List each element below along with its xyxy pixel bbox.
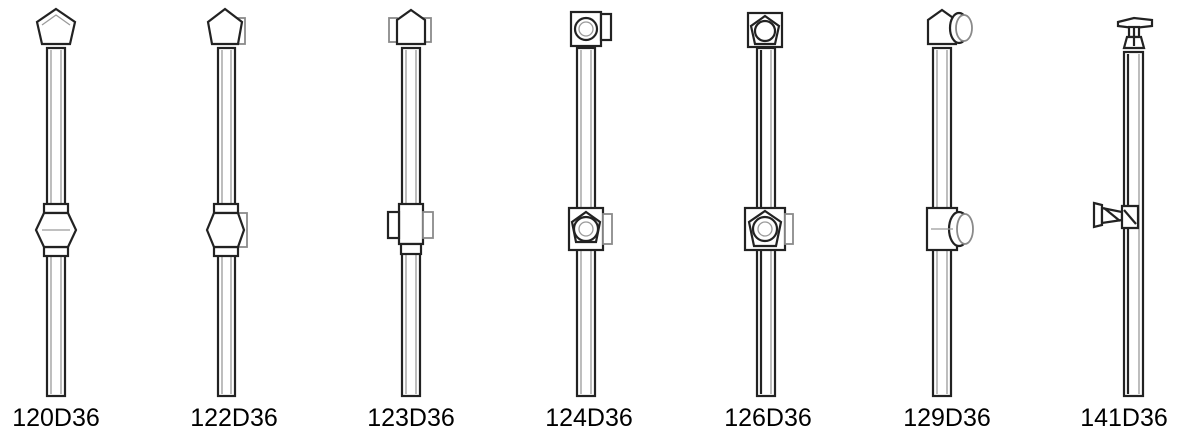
post-122D36-drawing (205, 7, 248, 398)
top-ring-fitting (746, 11, 784, 49)
post-code-label: 123D36 (367, 404, 455, 432)
mid-square-fitting (386, 202, 434, 256)
top-ring-fitting (569, 10, 613, 48)
post-124D36: 124D36 (505, 0, 673, 438)
post-code-label: 124D36 (545, 404, 633, 432)
mid-ring-fitting (567, 206, 613, 252)
post-141D36: 141D36 (1040, 0, 1179, 438)
top-double-ring-fitting (926, 8, 973, 46)
post-123D36: 123D36 (327, 0, 495, 438)
mid-square-ring-fitting (743, 206, 794, 252)
top-ball-fitting (35, 7, 77, 46)
post-code-label: 126D36 (724, 404, 812, 432)
post-122D36: 122D36 (150, 0, 318, 438)
mid-ball-fitting (34, 202, 78, 258)
post-129D36: 129D36 (863, 0, 1031, 438)
post-code-label: 122D36 (190, 404, 278, 432)
post-120D36-drawing (34, 7, 78, 398)
mid-side-fitting (205, 202, 248, 258)
post-129D36-drawing (925, 8, 974, 398)
post-code-label: 120D36 (12, 404, 100, 432)
post-123D36-drawing (386, 8, 434, 398)
post-126D36-drawing (743, 11, 794, 398)
post-120D36: 120D36 (0, 0, 140, 438)
top-ball-fitting (206, 7, 246, 46)
mid-double-ring-fitting (925, 206, 974, 252)
mid-swivel-fitting (1092, 201, 1140, 230)
post-141D36-drawing (1092, 16, 1154, 398)
post-code-label: 141D36 (1080, 404, 1168, 432)
post-code-label: 129D36 (903, 404, 991, 432)
top-square-fitting (388, 8, 432, 46)
post-126D36: 126D36 (684, 0, 852, 438)
post-124D36-drawing (567, 10, 613, 398)
top-swivel-fitting (1116, 16, 1154, 50)
